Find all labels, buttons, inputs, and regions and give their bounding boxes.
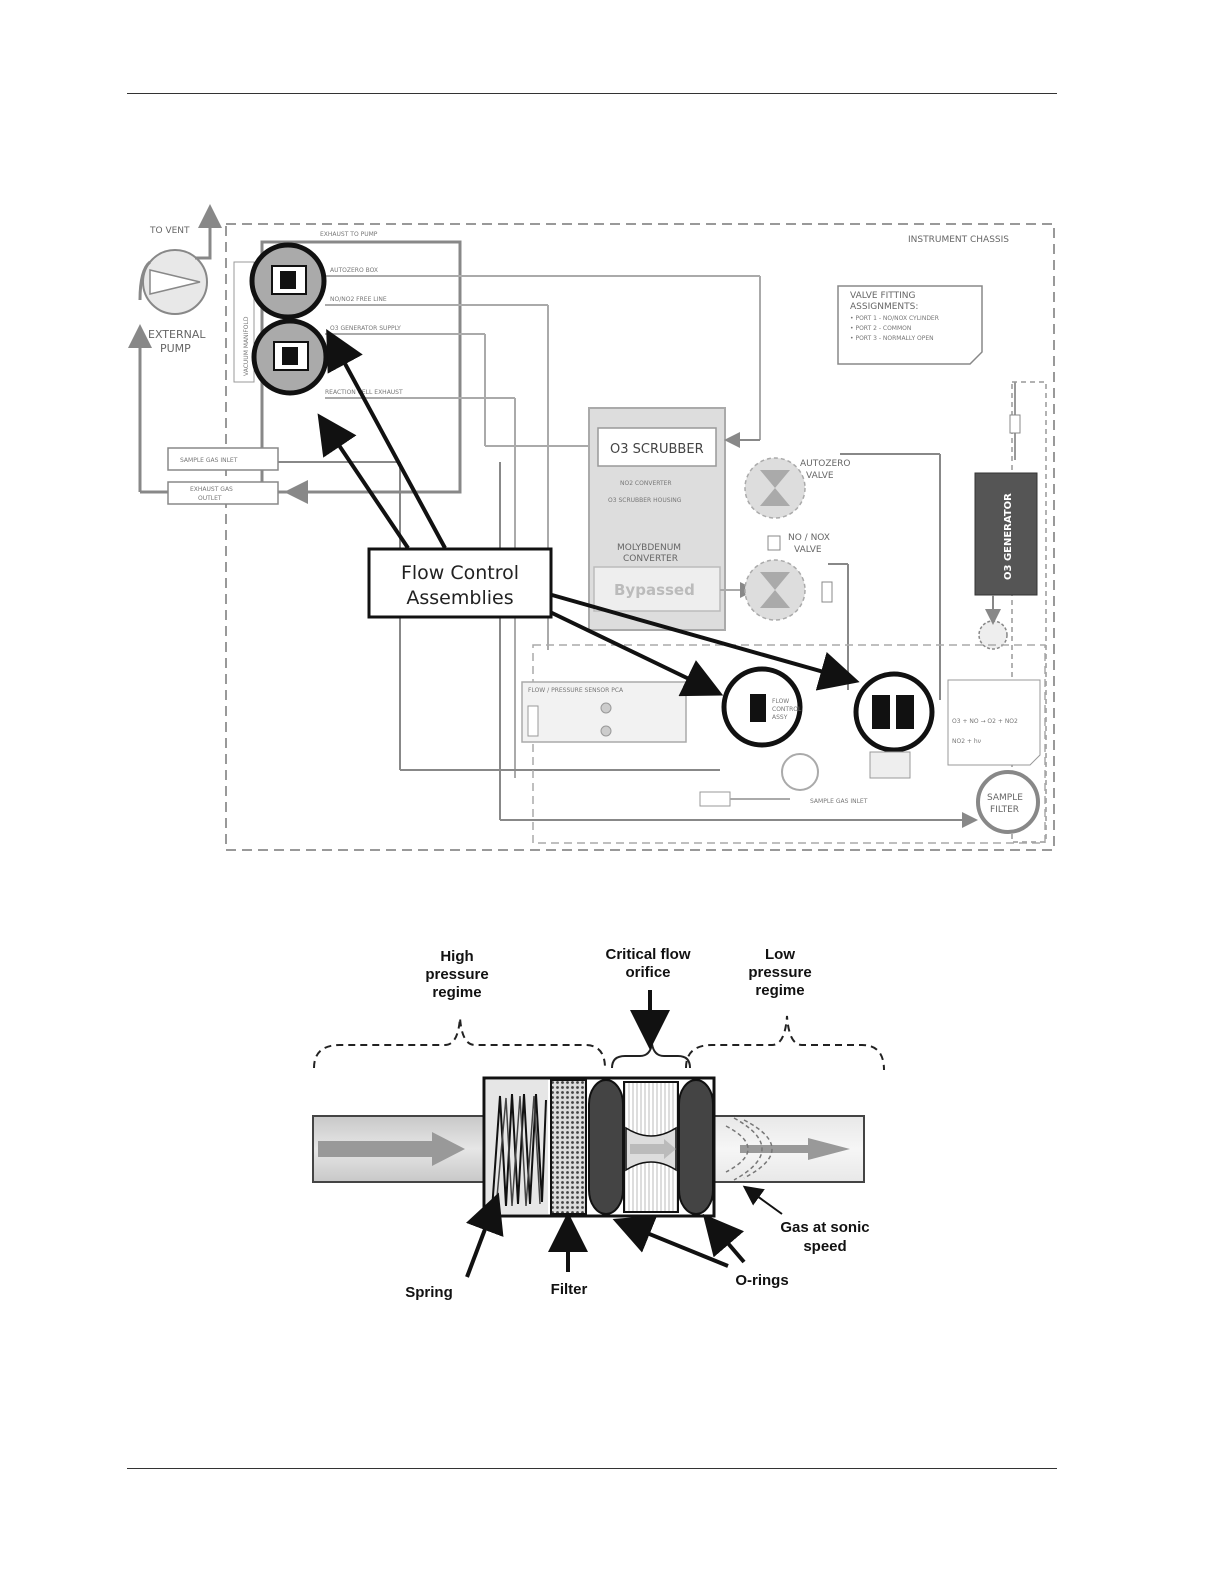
inlet-pipe <box>312 1115 486 1183</box>
flow-control-assy-1: FLOW <box>772 698 789 705</box>
manifold-line-3: O3 GENERATOR SUPPLY <box>330 325 401 332</box>
filter-icon <box>550 1079 587 1215</box>
manifold-line-1: AUTOZERO BOX <box>330 267 378 274</box>
reaction-line-2: NO2 + hν <box>952 738 982 745</box>
flow-control-circle-4 <box>853 671 935 753</box>
orifice-housing <box>482 1076 716 1218</box>
scrubber-sub-2: O3 SCRUBBER HOUSING <box>608 497 682 504</box>
low-pressure-label-2: pressure <box>748 964 811 981</box>
o3-scrubber-box <box>597 427 717 467</box>
o3-generator-label: O3 GENERATOR <box>1003 493 1014 580</box>
manifold-line-2: NO/NO2 FREE LINE <box>330 296 387 303</box>
flow-control-label-1: Flow Control <box>401 562 519 584</box>
exhaust-gas-outlet-2: OUTLET <box>198 495 222 502</box>
sample-filter-label-2: FILTER <box>990 805 1019 815</box>
scrubber-sub-1: NO2 CONVERTER <box>620 480 672 487</box>
low-pressure-brace <box>685 1015 885 1071</box>
inlet-flow-arrow <box>318 1132 465 1166</box>
pneumatic-flow-diagram: INSTRUMENT CHASSIS TO VENT EXTERNAL PUMP… <box>128 204 1055 851</box>
valve-fitting-port-1: • PORT 1 - NO/NOX CYLINDER <box>850 315 939 322</box>
sample-gas-inlet-label: SAMPLE GAS INLET <box>810 798 868 805</box>
valve-fitting-title-2: ASSIGNMENTS: <box>850 302 918 312</box>
autozero-valve-label-2: VALVE <box>806 471 834 481</box>
outlet-flow-arrow <box>740 1138 850 1160</box>
filter-label: Filter <box>551 1281 588 1298</box>
valve-fitting-note <box>837 285 983 365</box>
critical-flow-label-2: orifice <box>625 964 670 981</box>
instrument-chassis-label: INSTRUMENT CHASSIS <box>908 235 1009 245</box>
flow-control-assy-2: CONTROL <box>772 706 802 713</box>
nonox-valve-label-2: VALVE <box>794 545 822 555</box>
o3-generator-box <box>974 472 1038 596</box>
spring-icon <box>491 1093 547 1211</box>
exhaust-gas-outlet-box <box>167 481 279 505</box>
footer-rule <box>127 1468 1057 1469</box>
instrument-chassis-border <box>225 223 1055 851</box>
valve-fitting-title-1: VALVE FITTING <box>850 291 916 301</box>
flow-control-label-2: Assemblies <box>406 587 513 609</box>
manifold-line-4: REACTION CELL EXHAUST <box>325 389 403 396</box>
valve-fitting-port-3: • PORT 3 - NORMALLY OPEN <box>850 335 934 342</box>
critical-flow-brace <box>611 1043 691 1069</box>
high-pressure-brace <box>313 1017 606 1069</box>
reaction-line-1: O3 + NO → O2 + NO2 <box>952 718 1018 725</box>
exhaust-gas-outlet-1: EXHAUST GAS <box>190 486 233 493</box>
vacuum-manifold-label: VACUUM MANIFOLD <box>243 316 250 376</box>
o-ring-right <box>678 1079 714 1215</box>
moly-label-2: CONVERTER <box>623 554 678 564</box>
to-vent-label: TO VENT <box>149 226 190 236</box>
orifice-icon <box>623 1081 679 1213</box>
autozero-valve-label-1: AUTOZERO <box>800 459 851 469</box>
sample-filter-label-1: SAMPLE <box>987 793 1023 803</box>
gas-sonic-label-1: Gas at sonic <box>780 1219 869 1236</box>
svg-text:SAMPLE GAS INLET: SAMPLE GAS INLET <box>180 457 238 464</box>
reaction-note <box>947 679 1041 766</box>
sample-filter-icon <box>976 770 1040 834</box>
flow-pressure-pca-label: FLOW / PRESSURE SENSOR PCA <box>528 687 624 694</box>
o-rings-label: O-rings <box>735 1272 788 1289</box>
outlet-pipe <box>712 1115 865 1183</box>
exhaust-to-pump-label: EXHAUST TO PUMP <box>320 231 378 238</box>
high-pressure-label-1: High <box>440 948 473 965</box>
o3-scrubber-label: O3 SCRUBBER <box>610 442 704 457</box>
valve-fitting-port-2: • PORT 2 - COMMON <box>850 325 911 332</box>
exhaust-box-1 <box>167 447 279 471</box>
moly-label-1: MOLYBDENUM <box>617 543 681 553</box>
bypassed-label: Bypassed <box>614 581 695 599</box>
spring-label: Spring <box>405 1284 453 1301</box>
bypassed-box <box>593 566 721 612</box>
external-pump-label-1: EXTERNAL <box>148 328 206 341</box>
low-pressure-label-3: regime <box>755 982 804 999</box>
high-pressure-label-2: pressure <box>425 966 488 983</box>
high-pressure-label-3: regime <box>432 984 481 1001</box>
critical-flow-label-1: Critical flow <box>605 946 690 963</box>
flow-control-assy-3: ASSY <box>772 714 788 721</box>
low-pressure-label-1: Low <box>765 946 795 963</box>
header-rule <box>127 93 1057 94</box>
nonox-valve-label-1: NO / NOX <box>788 533 830 543</box>
o-ring-left <box>588 1079 624 1215</box>
external-pump-label-2: PUMP <box>160 342 191 355</box>
gas-sonic-label-2: speed <box>803 1238 846 1255</box>
flow-control-assemblies-box <box>367 547 553 619</box>
